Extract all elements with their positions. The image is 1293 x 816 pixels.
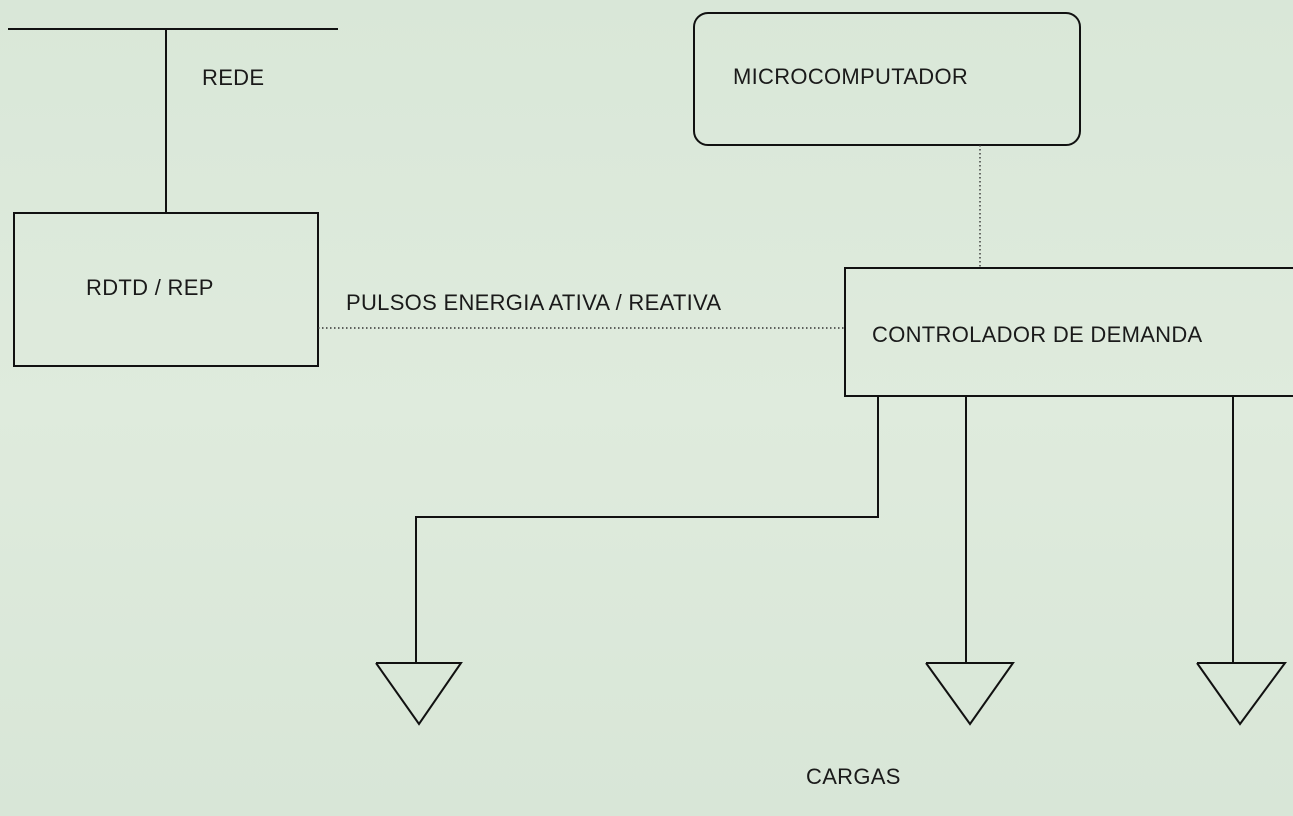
- microcomputador-label: MICROCOMPUTADOR: [733, 64, 969, 89]
- pulsos-label: PULSOS ENERGIA ATIVA / REATIVA: [346, 290, 722, 315]
- cargas-label: CARGAS: [806, 764, 901, 789]
- load-symbol-1: [375, 662, 463, 726]
- controlador-label: CONTROLADOR DE DEMANDA: [872, 322, 1203, 347]
- rdtd-rep-box: [13, 212, 319, 367]
- load-symbol-2: [925, 662, 1015, 726]
- controlador-box: [844, 267, 1293, 397]
- microcomputador-box: [693, 12, 1081, 146]
- load-symbol-3: [1196, 662, 1287, 726]
- rdtd-rep-label: RDTD / REP: [86, 275, 214, 300]
- rede-label: REDE: [202, 65, 265, 90]
- load-feeder-1: [415, 396, 879, 663]
